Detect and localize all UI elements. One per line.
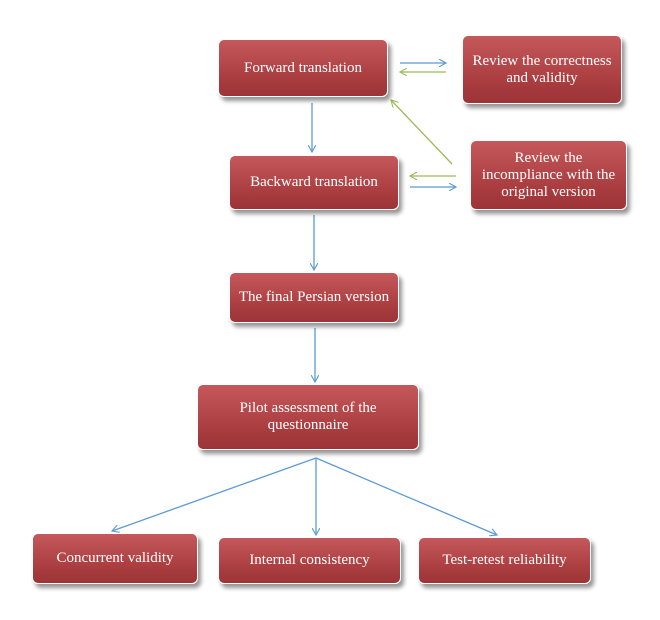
forward-translation-box: Forward translation: [218, 39, 388, 97]
review-correctness-box: Review the correctness and validity: [462, 35, 622, 104]
arrow-pilot-to-concurrent: [112, 457, 317, 531]
pilot-assessment-box: Pilot assessment of the questionnaire: [197, 384, 419, 450]
pilot-assessment-label: Pilot assessment of the questionnaire: [239, 400, 377, 433]
arrow-pilot-to-testretest: [315, 457, 497, 535]
forward-translation-label: Forward translation: [244, 59, 362, 76]
test-retest-reliability-label: Test-retest reliability: [442, 552, 567, 568]
review-correctness-label: Review the correctness and validity: [472, 52, 612, 86]
concurrent-validity-box: Concurrent validity: [32, 533, 198, 584]
review-incompliance-label: Review the incompliance with the origina…: [481, 149, 616, 200]
final-persian-version-box: The final Persian version: [229, 272, 399, 323]
backward-translation-box: Backward translation: [229, 155, 399, 210]
arrow-review2-to-forward: [391, 100, 453, 165]
test-retest-reliability-box: Test-retest reliability: [418, 537, 591, 584]
internal-consistency-box: Internal consistency: [218, 537, 401, 584]
review-incompliance-box: Review the incompliance with the origina…: [470, 140, 627, 210]
backward-translation-label: Backward translation: [250, 174, 378, 190]
internal-consistency-label: Internal consistency: [249, 552, 370, 568]
concurrent-validity-label: Concurrent validity: [56, 550, 174, 566]
final-persian-version-label: The final Persian version: [238, 289, 390, 305]
